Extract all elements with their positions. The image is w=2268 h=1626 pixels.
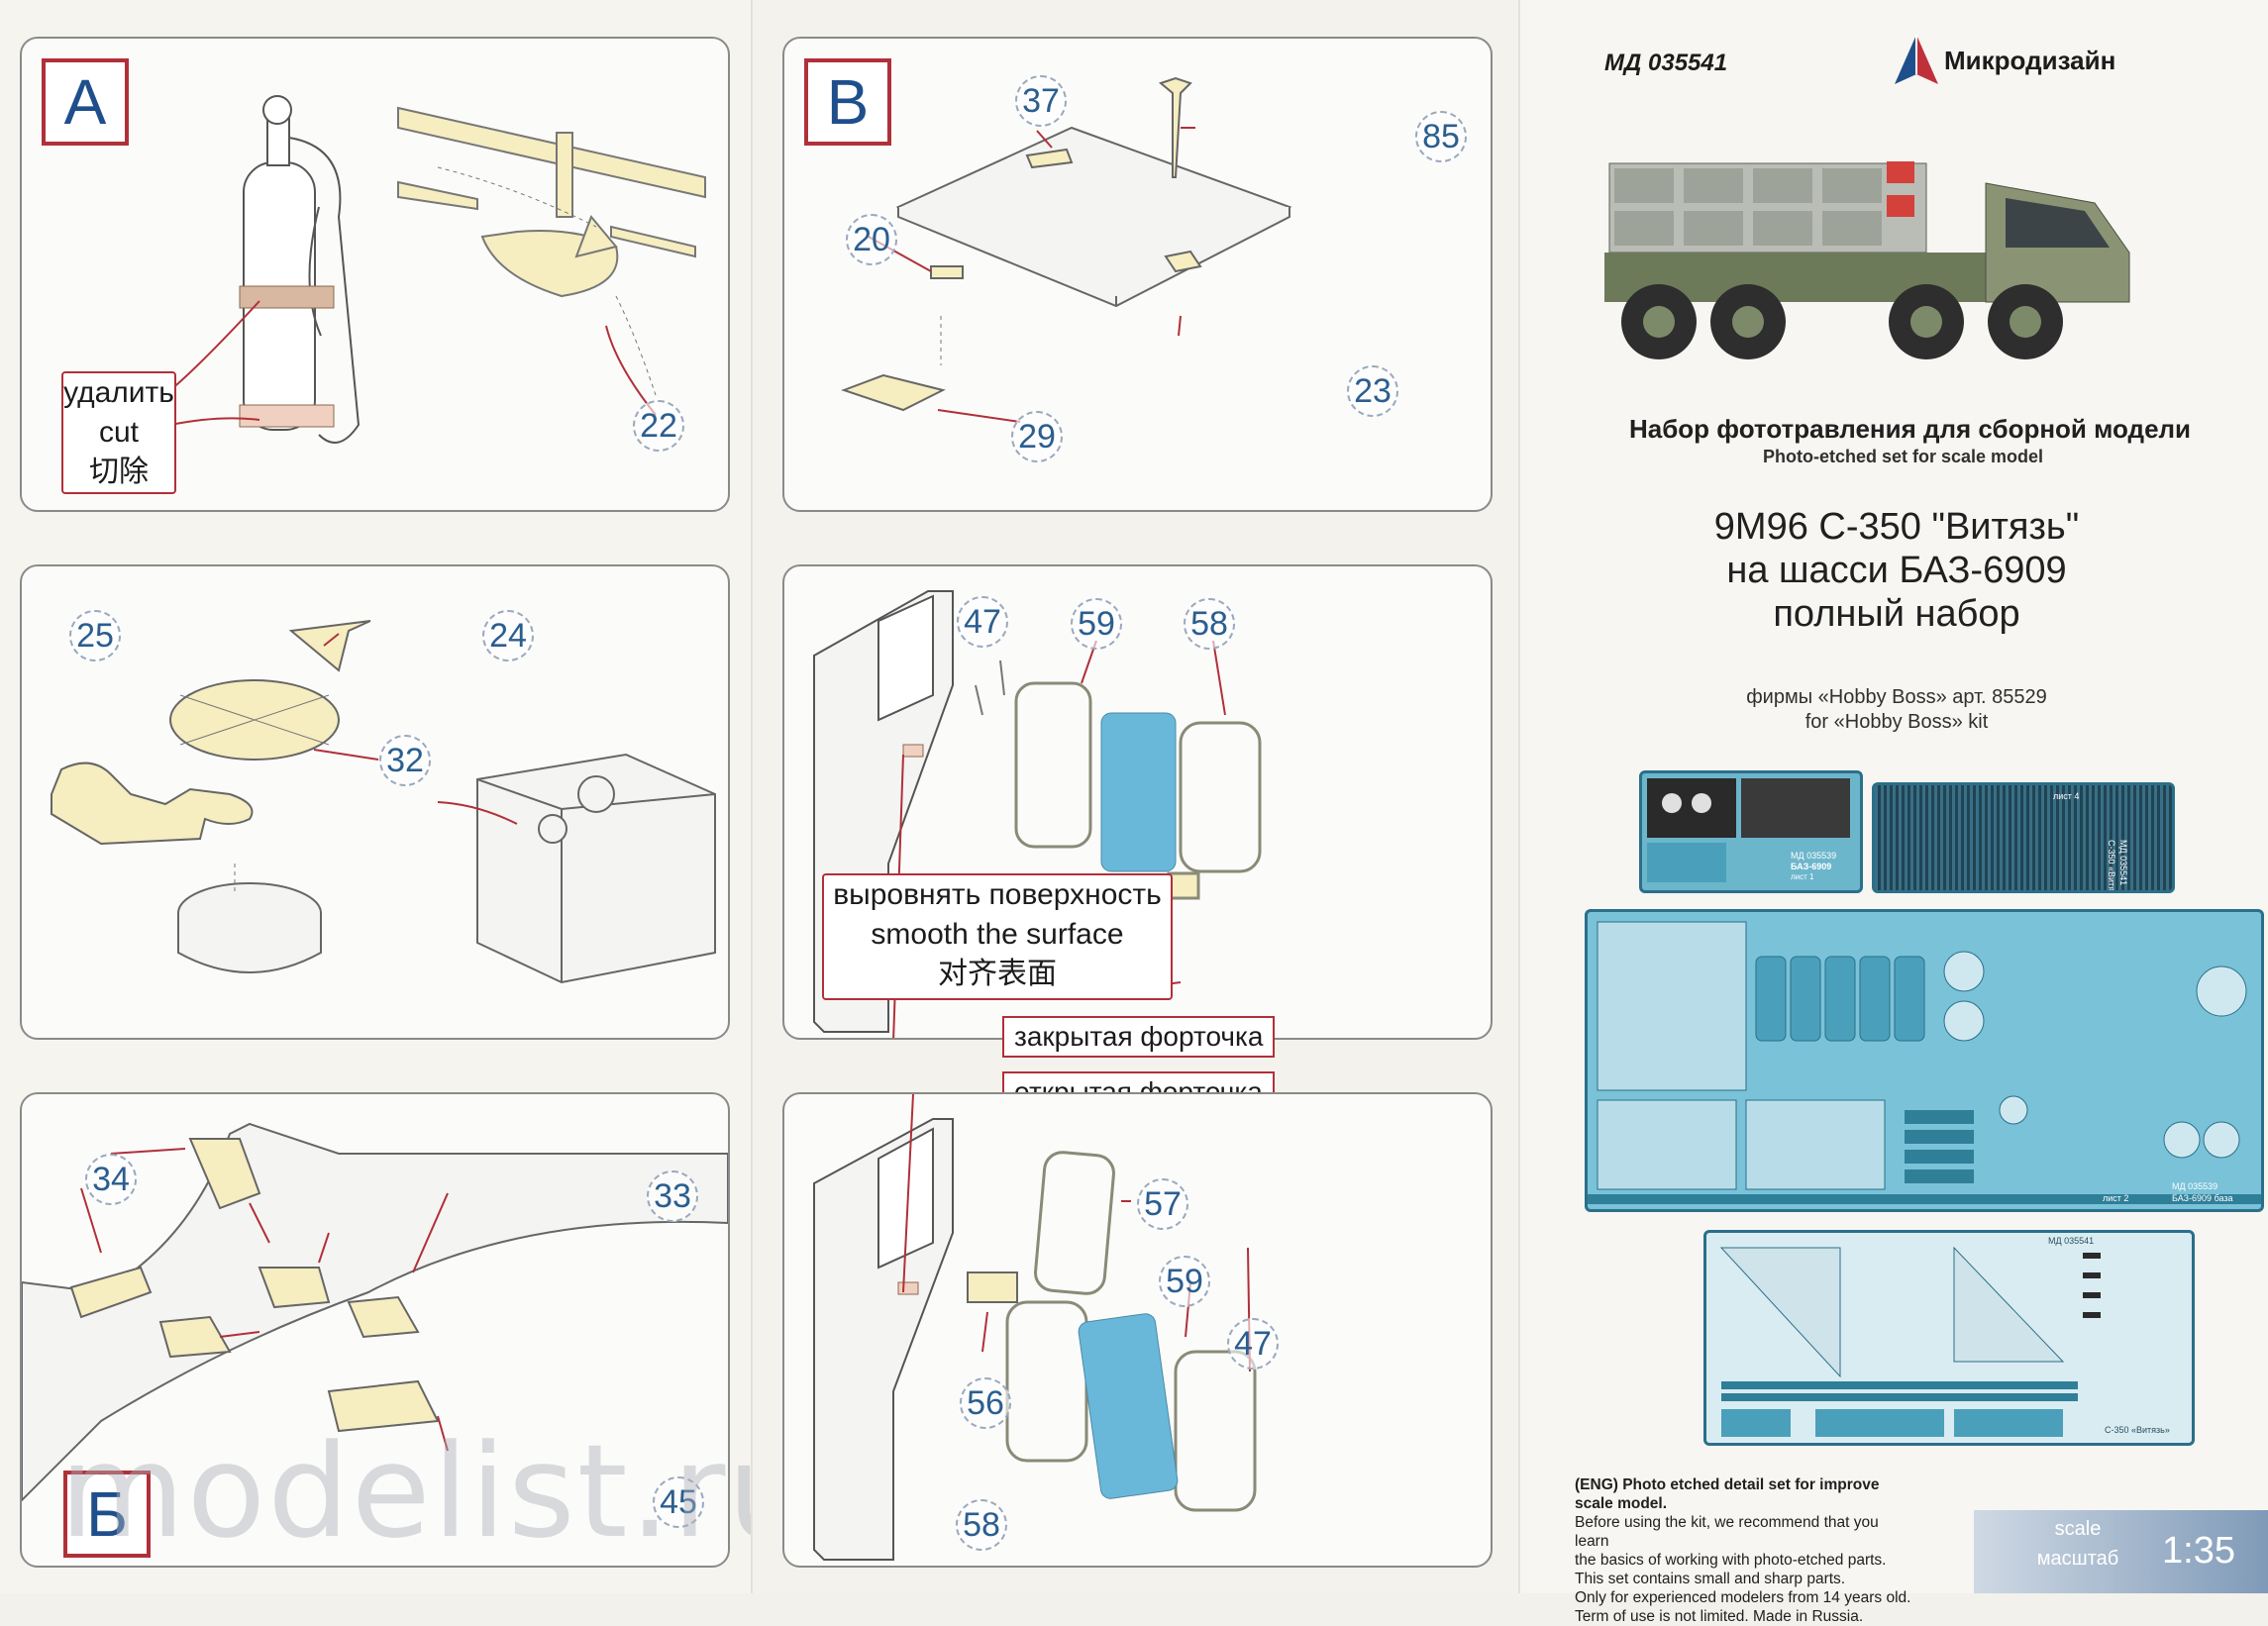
- callout-58-b: 58: [956, 1499, 1007, 1551]
- callout-59-a: 59: [1071, 598, 1122, 650]
- scale-label-ru: масштаб: [2036, 1548, 2119, 1570]
- callout-59-b: 59: [1159, 1256, 1210, 1307]
- callout-85: 85: [1415, 111, 1467, 162]
- brand-logo-icon: [1895, 35, 1938, 84]
- callout-47-b: 47: [1227, 1318, 1279, 1370]
- panel-door-2: 57 59 47 56 58: [782, 1092, 1493, 1568]
- middle-page: В 37 85 20 23 29: [753, 0, 1520, 1593]
- tag-closed-vent: закрытая форточка: [1002, 1016, 1276, 1058]
- pe-sheet-1-model: БАЗ-6909: [1791, 862, 1832, 871]
- pe-sheet-1-code: МД 035539: [1791, 851, 1837, 861]
- smooth-note-ru: выровнять поверхность: [833, 878, 1162, 911]
- pe-sheet-3: лист 2 МД 035539 БАЗ-6909 база: [1585, 909, 2264, 1212]
- truck-illustration: [1604, 161, 2130, 359]
- callout-37: 37: [1015, 75, 1067, 127]
- scale-value: 1:35: [2162, 1530, 2235, 1572]
- eng-note-6: Term of use is not limited. Made in Russ…: [1575, 1608, 1864, 1625]
- eng-note-3: the basics of working with photo-etched …: [1575, 1552, 1887, 1569]
- cut-note-zh: 切除: [89, 456, 149, 488]
- panel-v-drawing: [841, 76, 1292, 423]
- callout-58-a: 58: [1184, 598, 1235, 650]
- callout-29: 29: [1011, 411, 1063, 462]
- pe-sheet-1: МД 035539 БАЗ-6909 лист 1: [1639, 770, 1863, 893]
- panel-tank: 25 24 32: [20, 564, 730, 1040]
- smooth-note-zh: 对齐表面: [938, 958, 1057, 990]
- pe-sheet-1-num: лист 1: [1791, 872, 1814, 881]
- watermark: modelist.ru: [59, 1416, 811, 1567]
- heading-en: Photo-etched set for scale model: [1763, 447, 2044, 466]
- pe-sheet-2-model: С-350 «Витязь»: [2107, 840, 2116, 893]
- callout-34: 34: [85, 1154, 137, 1205]
- cut-note: удалить cut 切除: [61, 371, 176, 494]
- eng-note-2: Before using the kit, we recommend that …: [1575, 1514, 1879, 1550]
- product-title: 9М96 С-350 "Витязь" на шасси БАЗ-6909 по…: [1619, 505, 2174, 636]
- panel-a-drawing: [169, 95, 706, 444]
- title-line-1: 9М96 С-350 "Витязь": [1713, 506, 2080, 548]
- pe-sheet-4-top: МД 035541: [2048, 1236, 2095, 1246]
- smooth-note-en: smooth the surface: [871, 918, 1124, 951]
- smooth-surface-note: выровнять поверхность smooth the surface…: [822, 873, 1173, 1000]
- eng-note-1: (ENG) Photo etched detail set for improv…: [1575, 1476, 1880, 1512]
- callout-24: 24: [482, 610, 534, 661]
- pe-sheet-3-parts: [1588, 921, 2261, 1204]
- panel-door-2-drawing: [813, 1094, 1257, 1561]
- pe-sheet-4-parts: [1719, 1246, 2101, 1437]
- callout-32: 32: [379, 735, 431, 786]
- pe-sheet-2: лист 4 МД 035541 С-350 «Витязь»: [1872, 782, 2175, 893]
- pe-sheet-2-code: МД 035541: [2118, 840, 2128, 886]
- callout-45: 45: [653, 1476, 704, 1528]
- eng-note-4: This set contains small and sharp parts.: [1575, 1571, 1846, 1587]
- english-notes: (ENG) Photo etched detail set for improv…: [1575, 1475, 1911, 1626]
- panel-v: В 37 85 20 23 29: [782, 37, 1493, 512]
- panel-a: A удалить cut 切除 22: [20, 37, 730, 512]
- callout-57: 57: [1137, 1178, 1188, 1230]
- pe-sheet-2-top-label: лист 4: [2053, 791, 2080, 801]
- eng-note-5: Only for experienced modelers from 14 ye…: [1575, 1589, 1911, 1606]
- title-line-2: на шасси БАЗ-6909: [1726, 550, 2067, 591]
- panel-tank-drawing: [51, 620, 716, 984]
- panel-door-1: 47 59 58 56 выровнять поверхность smooth…: [782, 564, 1493, 1040]
- panel-b: 34 33 45 Б: [20, 1092, 730, 1568]
- pe-sheet-4: МД 035541 С-350 «Витязь»: [1703, 1230, 2195, 1446]
- section-letter-b: Б: [63, 1471, 151, 1558]
- left-page: A удалить cut 切除 22: [0, 0, 809, 1593]
- callout-33: 33: [647, 1170, 698, 1222]
- cover-page: МД 035541 Микродизайн Набор фототравлени…: [1520, 0, 2268, 1625]
- title-line-3: полный набор: [1773, 593, 2020, 635]
- section-letter-a: A: [42, 58, 129, 146]
- pe-sheet-3-model: БАЗ-6909 база: [2172, 1193, 2233, 1203]
- kit-ru: фирмы «Hobby Boss» арт. 85529: [1746, 686, 2047, 708]
- callout-25: 25: [69, 610, 121, 661]
- callout-22: 22: [633, 400, 684, 452]
- callout-47-a: 47: [957, 596, 1008, 648]
- callout-23: 23: [1347, 365, 1398, 417]
- callout-56-b: 56: [960, 1377, 1011, 1429]
- scale-box: scale масштаб 1:35: [1974, 1510, 2268, 1593]
- product-code: МД 035541: [1604, 50, 1728, 76]
- pe-sheet-3-code: МД 035539: [2172, 1181, 2218, 1191]
- kit-en: for «Hobby Boss» kit: [1804, 711, 1989, 733]
- scale-label-en: scale: [2054, 1518, 2102, 1540]
- pe-sheet-1-parts: [1647, 778, 1850, 882]
- panel-b-drawing: [22, 1122, 728, 1502]
- pe-sheet-4-bottom: С-350 «Витязь»: [2105, 1425, 2170, 1435]
- section-letter-v: В: [804, 58, 891, 146]
- pe-sheet-3-corner: лист 2: [2103, 1193, 2129, 1203]
- callout-20: 20: [846, 214, 897, 265]
- heading-ru: Набор фототравления для сборной модели: [1629, 414, 2192, 444]
- cut-note-en: cut: [98, 416, 140, 449]
- brand-name: Микродизайн: [1944, 46, 2116, 75]
- cut-note-ru: удалить: [63, 376, 174, 409]
